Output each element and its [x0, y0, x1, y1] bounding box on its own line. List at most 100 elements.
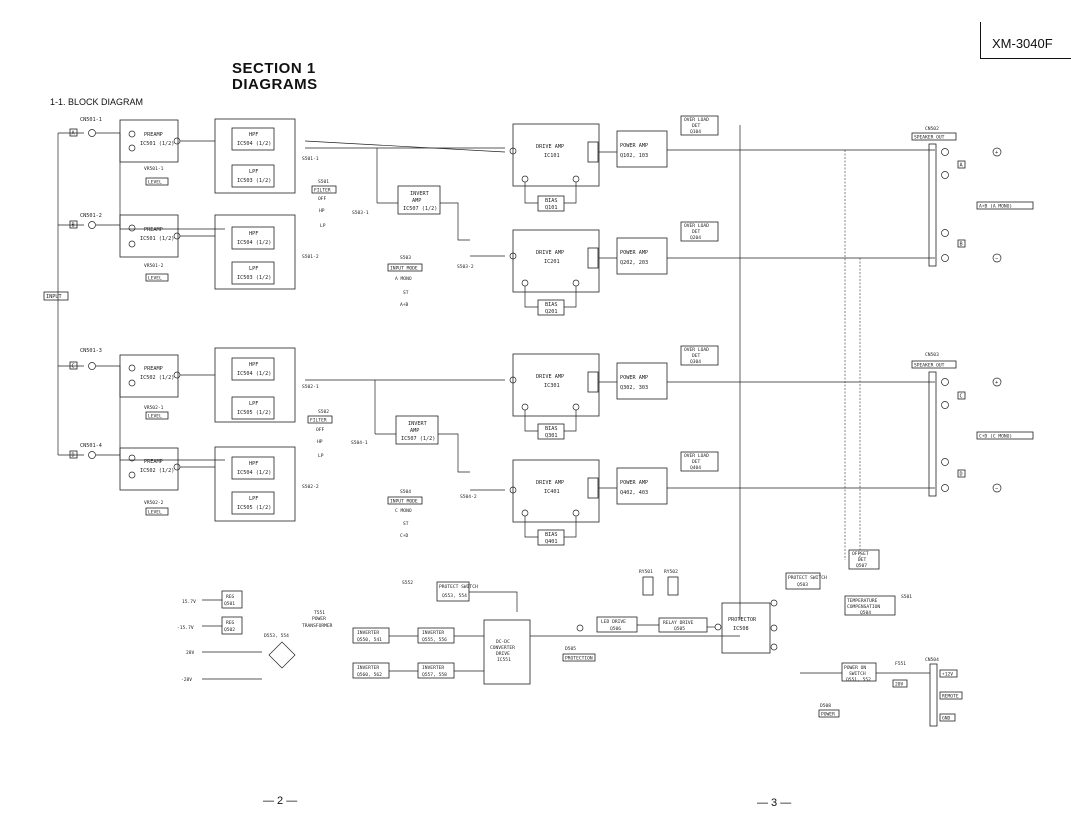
svg-text:PROTECT SWITCH: PROTECT SWITCH: [439, 584, 478, 590]
svg-text:Q201: Q201: [545, 309, 558, 315]
svg-text:Q560, 562: Q560, 562: [357, 672, 382, 678]
svg-text:HP: HP: [319, 208, 325, 214]
cn501-3-label: CN501-3: [80, 348, 102, 354]
power-amp-3: POWER AMP Q302, 303: [616, 362, 935, 400]
led-drive-q506: LED DRIVE Q506 D505 PROTECTION: [562, 616, 659, 662]
svg-text:PROTECT SWITCH: PROTECT SWITCH: [788, 575, 827, 581]
svg-text:REMOTE: REMOTE: [942, 694, 959, 700]
svg-text:RY502: RY502: [664, 569, 678, 575]
svg-text:S501: S501: [318, 179, 329, 185]
svg-text:Q401: Q401: [545, 539, 558, 545]
svg-text:CN504: CN504: [925, 657, 939, 663]
svg-text:C: C: [72, 364, 75, 370]
svg-text:Q506: Q506: [610, 626, 621, 632]
svg-text:C+D (C MONO): C+D (C MONO): [979, 434, 1012, 440]
cn501-1-label: CN501-1: [80, 117, 102, 123]
drive-amp-1: DRIVE AMP IC101 BIAS Q101: [509, 123, 617, 212]
svg-text:HP: HP: [317, 439, 323, 445]
preamp-block: PREAMP IC502 (1/2): [119, 354, 181, 398]
svg-text:INVERTER: INVERTER: [357, 665, 379, 671]
overload-det-1: OVER LOAD DET Q104: [680, 115, 719, 136]
svg-text:B: B: [72, 223, 75, 229]
svg-text:D: D: [960, 472, 963, 478]
page-number-right: — 3 —: [757, 797, 792, 809]
svg-text:BIAS: BIAS: [545, 302, 558, 308]
svg-text:IC504 (1/2): IC504 (1/2): [237, 240, 271, 246]
section-subtitle: DIAGRAMS: [232, 76, 318, 93]
svg-text:A+B (A MONO): A+B (A MONO): [979, 204, 1012, 210]
svg-text:S503: S503: [400, 255, 411, 261]
svg-text:GND: GND: [942, 716, 951, 722]
svg-text:VR502-1: VR502-1: [144, 405, 164, 411]
svg-text:Q502: Q502: [224, 627, 235, 633]
drive-amp-3: DRIVE AMP IC301 BIAS Q301: [509, 353, 617, 440]
svg-text:Q301: Q301: [545, 433, 558, 439]
svg-text:20V: 20V: [895, 682, 904, 688]
jack-a: A: [69, 128, 96, 137]
svg-text:OFF: OFF: [316, 427, 325, 433]
svg-text:FILTER: FILTER: [310, 418, 327, 424]
svg-text:POWER AMP: POWER AMP: [620, 143, 648, 149]
svg-text:HPF: HPF: [249, 231, 258, 237]
jack-b: B: [69, 220, 96, 229]
svg-text:POWER AMP: POWER AMP: [620, 480, 648, 486]
svg-text:B: B: [960, 242, 963, 248]
svg-text:+12V: +12V: [942, 672, 953, 678]
svg-text:AMP: AMP: [410, 428, 419, 434]
svg-text:S552: S552: [402, 580, 413, 586]
svg-text:C MONO: C MONO: [395, 508, 412, 514]
invert-amp-top: INVERT AMP IC507 (1/2) S503-1 S503-2: [352, 148, 505, 270]
svg-text:S504-2: S504-2: [460, 494, 477, 500]
svg-text:Q505: Q505: [674, 626, 685, 632]
svg-text:LP: LP: [320, 223, 326, 229]
power-supply: REG Q501 REG Q502 15.7V -15.7V 28V -28V …: [177, 580, 740, 685]
svg-text:INVERT: INVERT: [408, 421, 427, 427]
svg-text:IC507 (1/2): IC507 (1/2): [401, 436, 435, 442]
svg-text:DRIVE AMP: DRIVE AMP: [536, 144, 564, 150]
svg-text:SPEAKER OUT: SPEAKER OUT: [914, 363, 945, 369]
svg-text:IC504 (1/2): IC504 (1/2): [237, 141, 271, 147]
svg-text:IC501 (1/2): IC501 (1/2): [140, 236, 174, 242]
svg-text:IC502 (1/2): IC502 (1/2): [140, 468, 174, 474]
svg-text:S503-2: S503-2: [457, 264, 474, 270]
hpf-block: HPF IC504 (1/2): [231, 226, 275, 250]
svg-text:LP: LP: [318, 453, 324, 459]
drive-amp-4: DRIVE AMP IC401 BIAS Q401: [509, 459, 617, 546]
svg-text:IC401: IC401: [544, 489, 560, 495]
hpf-block: HPF IC504 (1/2): [231, 127, 275, 151]
svg-text:IC503 (1/2): IC503 (1/2): [237, 178, 271, 184]
svg-text:LEVEL: LEVEL: [148, 276, 162, 282]
svg-text:Q504: Q504: [860, 610, 871, 616]
svg-text:REG: REG: [226, 620, 235, 626]
svg-text:LPF: LPF: [249, 266, 258, 272]
svg-text:PROTECTION: PROTECTION: [565, 656, 593, 662]
svg-text:IC101: IC101: [544, 153, 560, 159]
svg-text:LEVEL: LEVEL: [148, 180, 162, 186]
speaker-out-cn503: CN503 SPEAKER OUT C D + − C+D (C MONO): [911, 352, 1034, 497]
svg-text:OFFSET: OFFSET: [852, 551, 869, 557]
power-on-switch: POWER ON SWITCH Q551, 552 F551 20V D508 …: [800, 661, 930, 718]
svg-text:IC505 (1/2): IC505 (1/2): [237, 410, 271, 416]
svg-text:Q102, 103: Q102, 103: [620, 153, 648, 159]
svg-text:LPF: LPF: [249, 496, 258, 502]
svg-text:TRANSFORMER: TRANSFORMER: [302, 623, 333, 629]
channel-c: PREAMP IC502 (1/2) VR502-1 LEVEL HPF IC5…: [96, 347, 505, 461]
svg-text:-15.7V: -15.7V: [177, 625, 194, 631]
svg-text:Q557, 558: Q557, 558: [422, 672, 447, 678]
svg-text:IC508: IC508: [733, 626, 749, 632]
input-mode-s503: S503 INPUT MODE A MONO ST A+B: [387, 255, 423, 308]
block-diagram-title: 1-1. BLOCK DIAGRAM: [50, 97, 144, 107]
svg-text:COMPENSATION: COMPENSATION: [847, 604, 880, 610]
channel-d: PREAMP IC502 (1/2) VR502-2 LEVEL HPF IC5…: [96, 446, 319, 522]
svg-text:LEVEL: LEVEL: [148, 510, 162, 516]
svg-text:S502-2: S502-2: [302, 484, 319, 490]
svg-text:IC504 (1/2): IC504 (1/2): [237, 371, 271, 377]
cn501-4-label: CN501-4: [80, 443, 102, 449]
speaker-out-cn502: CN502 SPEAKER OUT A B + − A+B (A MONO): [911, 126, 1034, 267]
svg-text:Q507: Q507: [856, 563, 867, 569]
svg-text:DET: DET: [858, 557, 867, 563]
svg-text:INPUT MODE: INPUT MODE: [390, 266, 418, 272]
svg-text:PREAMP: PREAMP: [144, 227, 163, 233]
